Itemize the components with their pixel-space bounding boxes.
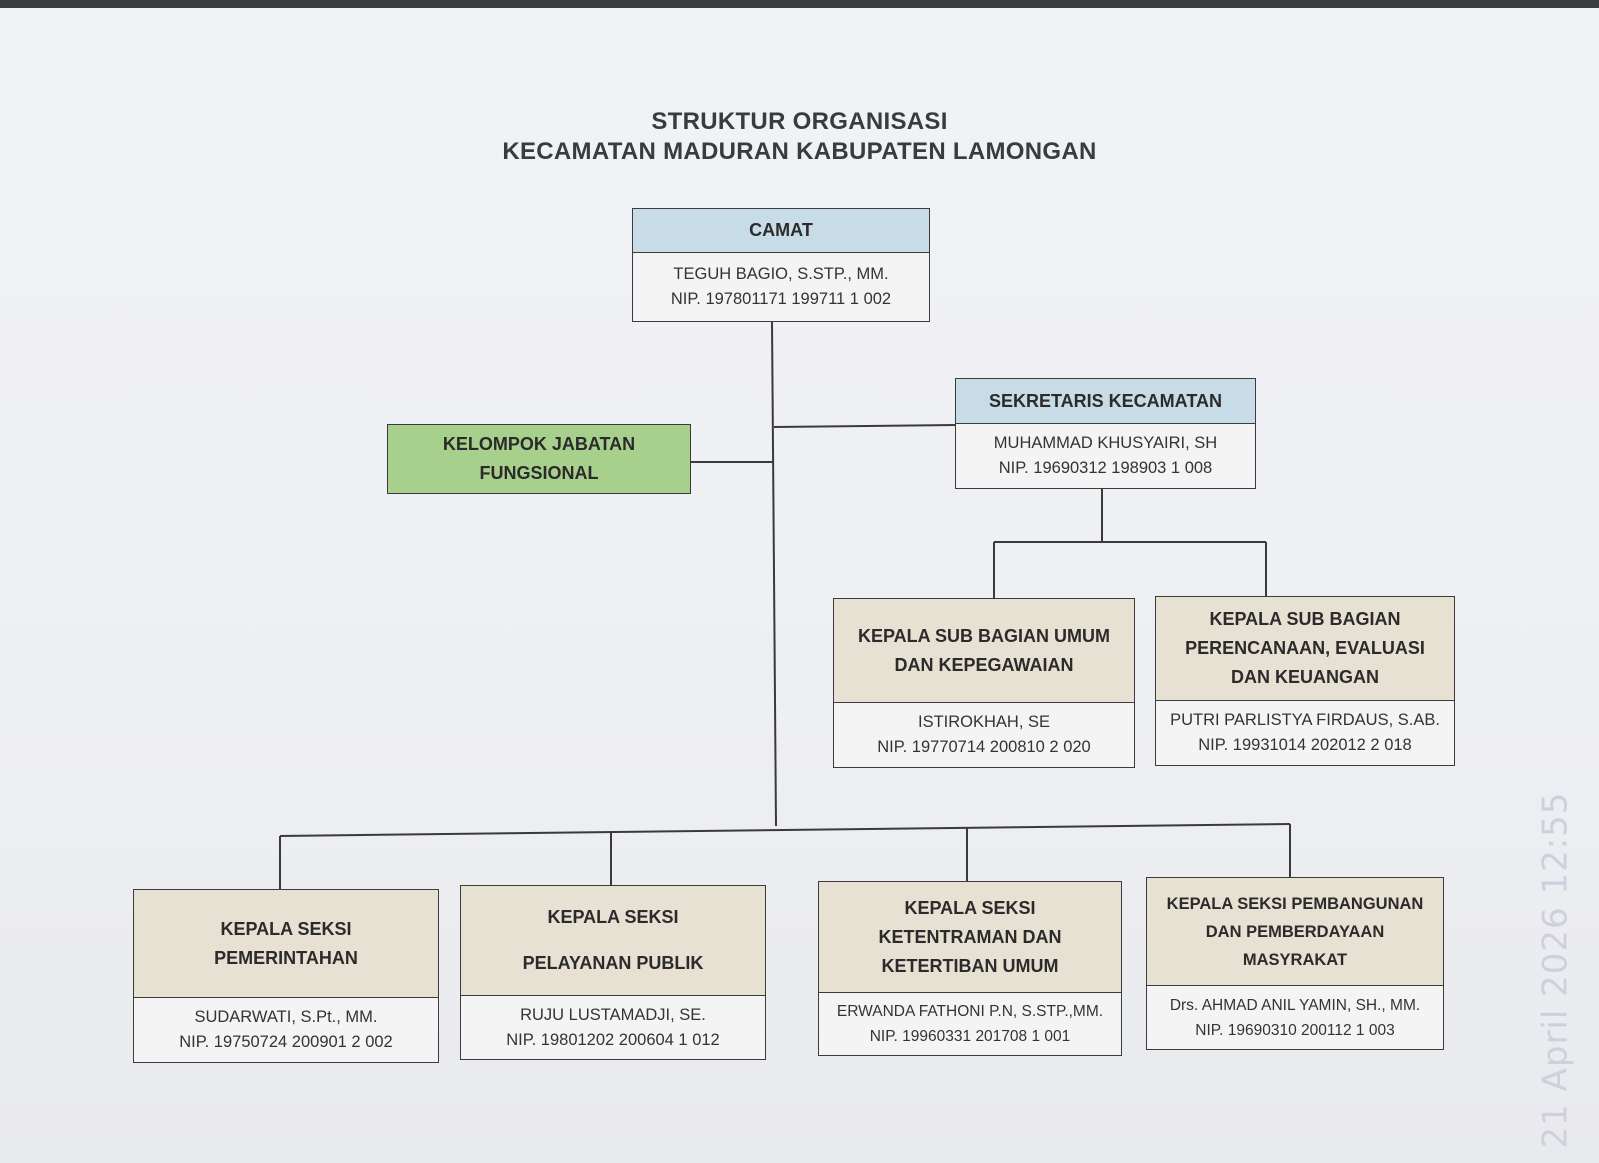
photo-timestamp-text: 21 April 2026 12:55 bbox=[1535, 791, 1576, 1149]
seksi-pemerintahan-line1: KEPALA SEKSI bbox=[220, 918, 352, 939]
subbagian-perencanaan-name: PUTRI PARLISTYA FIRDAUS, S.AB. bbox=[1170, 711, 1440, 729]
seksi-ketentraman-line3: KETERTIBAN UMUM bbox=[881, 955, 1059, 976]
seksi-pembangunan-name: Drs. AHMAD ANIL YAMIN, SH., MM. bbox=[1169, 996, 1421, 1014]
box-seksi-ketentraman: KEPALA SEKSI KETENTRAMAN DAN KETERTIBAN … bbox=[818, 881, 1122, 1056]
subbagian-perencanaan-line2: PERENCANAAN, EVALUASI bbox=[1185, 638, 1425, 658]
sekretaris-position: SEKRETARIS KECAMATAN bbox=[956, 379, 1255, 424]
subbagian-umum-name: ISTIROKHAH, SE bbox=[917, 713, 1051, 731]
connector-trunk bbox=[771, 321, 777, 827]
subbagian-perencanaan-position: KEPALA SUB BAGIAN PERENCANAAN, EVALUASI … bbox=[1156, 597, 1454, 701]
fungsional-line2: FUNGSIONAL bbox=[479, 463, 599, 483]
subbagian-umum-position: KEPALA SUB BAGIAN UMUM DAN KEPEGAWAIAN bbox=[834, 599, 1134, 703]
seksi-pelayanan-info: RUJU LUSTAMADJI, SE. NIP. 19801202 20060… bbox=[461, 996, 765, 1059]
box-subbagian-umum: KEPALA SUB BAGIAN UMUM DAN KEPEGAWAIAN I… bbox=[833, 598, 1135, 768]
seksi-pelayanan-name: RUJU LUSTAMADJI, SE. bbox=[520, 1005, 706, 1024]
camat-name: TEGUH BAGIO, S.STP., MM. bbox=[673, 265, 889, 283]
seksi-ketentraman-line2: KETENTRAMAN DAN bbox=[878, 926, 1062, 947]
box-seksi-pembangunan: KEPALA SEKSI PEMBANGUNAN DAN PEMBERDAYAA… bbox=[1146, 877, 1444, 1050]
connector-seksi-bar bbox=[279, 823, 1291, 837]
subbagian-umum-nip: NIP. 19770714 200810 2 020 bbox=[877, 738, 1091, 756]
sekretaris-nip: NIP. 19690312 198903 1 008 bbox=[998, 459, 1213, 477]
seksi-pelayanan-line1: KEPALA SEKSI bbox=[547, 907, 679, 927]
box-seksi-pemerintahan: KEPALA SEKSI PEMERINTAHAN SUDARWATI, S.P… bbox=[133, 889, 439, 1063]
seksi-pemerintahan-nip: NIP. 19750724 200901 2 002 bbox=[179, 1033, 393, 1051]
subbagian-perencanaan-line1: KEPALA SUB BAGIAN bbox=[1209, 609, 1401, 629]
seksi-pembangunan-position: KEPALA SEKSI PEMBANGUNAN DAN PEMBERDAYAA… bbox=[1147, 878, 1443, 986]
box-sekretaris: SEKRETARIS KECAMATAN MUHAMMAD KHUSYAIRI,… bbox=[955, 378, 1256, 489]
chart-title-line2: KECAMATAN MADURAN KABUPATEN LAMONGAN bbox=[502, 138, 1097, 165]
seksi-ketentraman-line1: KEPALA SEKSI bbox=[904, 897, 1036, 918]
seksi-pelayanan-line2: PELAYANAN PUBLIK bbox=[522, 953, 704, 973]
camat-info: TEGUH BAGIO, S.STP., MM. NIP. 197801171 … bbox=[633, 253, 929, 321]
connector-to-sekretaris bbox=[773, 424, 957, 428]
camat-nip: NIP. 197801171 199711 1 002 bbox=[670, 290, 892, 308]
seksi-ketentraman-nip: NIP. 19960331 201708 1 001 bbox=[869, 1028, 1071, 1045]
seksi-pembangunan-line3: MASYRAKAT bbox=[1242, 950, 1348, 969]
seksi-ketentraman-position: KEPALA SEKSI KETENTRAMAN DAN KETERTIBAN … bbox=[819, 882, 1121, 993]
sekretaris-info: MUHAMMAD KHUSYAIRI, SH NIP. 19690312 198… bbox=[956, 424, 1255, 488]
seksi-pembangunan-line2: DAN PEMBERDAYAAN bbox=[1205, 922, 1385, 941]
fungsional-line1: KELOMPOK JABATAN bbox=[442, 434, 636, 454]
box-seksi-pelayanan: KEPALA SEKSI PELAYANAN PUBLIK RUJU LUSTA… bbox=[460, 885, 766, 1060]
seksi-pemerintahan-position: KEPALA SEKSI PEMERINTAHAN bbox=[134, 890, 438, 998]
subbagian-umum-line2: DAN KEPEGAWAIAN bbox=[894, 654, 1074, 675]
photo-timestamp: 21 April 2026 12:55 bbox=[1520, 792, 1590, 1149]
seksi-pemerintahan-name: SUDARWATI, S.Pt., MM. bbox=[194, 1008, 378, 1026]
photo-top-edge bbox=[0, 0, 1599, 8]
chart-title-line1: STRUKTUR ORGANISASI bbox=[651, 108, 948, 135]
subbagian-perencanaan-info: PUTRI PARLISTYA FIRDAUS, S.AB. NIP. 1993… bbox=[1156, 701, 1454, 765]
seksi-pembangunan-line1: KEPALA SEKSI PEMBANGUNAN bbox=[1166, 894, 1424, 913]
seksi-pelayanan-position: KEPALA SEKSI PELAYANAN PUBLIK bbox=[461, 886, 765, 996]
seksi-pemerintahan-line2: PEMERINTAHAN bbox=[214, 947, 358, 968]
seksi-pembangunan-info: Drs. AHMAD ANIL YAMIN, SH., MM. NIP. 196… bbox=[1147, 986, 1443, 1049]
sekretaris-name: MUHAMMAD KHUSYAIRI, SH bbox=[993, 434, 1218, 452]
subbagian-perencanaan-nip: NIP. 19931014 202012 2 018 bbox=[1198, 736, 1412, 754]
seksi-pemerintahan-info: SUDARWATI, S.Pt., MM. NIP. 19750724 2009… bbox=[134, 998, 438, 1062]
subbagian-perencanaan-line3: DAN KEUANGAN bbox=[1231, 667, 1379, 687]
box-subbagian-perencanaan: KEPALA SUB BAGIAN PERENCANAAN, EVALUASI … bbox=[1155, 596, 1455, 766]
subbagian-umum-info: ISTIROKHAH, SE NIP. 19770714 200810 2 02… bbox=[834, 703, 1134, 767]
seksi-ketentraman-name: ERWANDA FATHONI P.N, S.STP.,MM. bbox=[836, 1003, 1104, 1020]
box-kelompok-fungsional: KELOMPOK JABATAN FUNGSIONAL bbox=[387, 424, 691, 494]
box-camat: CAMAT TEGUH BAGIO, S.STP., MM. NIP. 1978… bbox=[632, 208, 930, 322]
seksi-pelayanan-nip: NIP. 19801202 200604 1 012 bbox=[506, 1030, 720, 1049]
seksi-ketentraman-info: ERWANDA FATHONI P.N, S.STP.,MM. NIP. 199… bbox=[819, 993, 1121, 1055]
seksi-pembangunan-nip: NIP. 19690310 200112 1 003 bbox=[1195, 1021, 1395, 1039]
subbagian-umum-line1: KEPALA SUB BAGIAN UMUM bbox=[858, 625, 1110, 646]
camat-position: CAMAT bbox=[633, 209, 929, 253]
